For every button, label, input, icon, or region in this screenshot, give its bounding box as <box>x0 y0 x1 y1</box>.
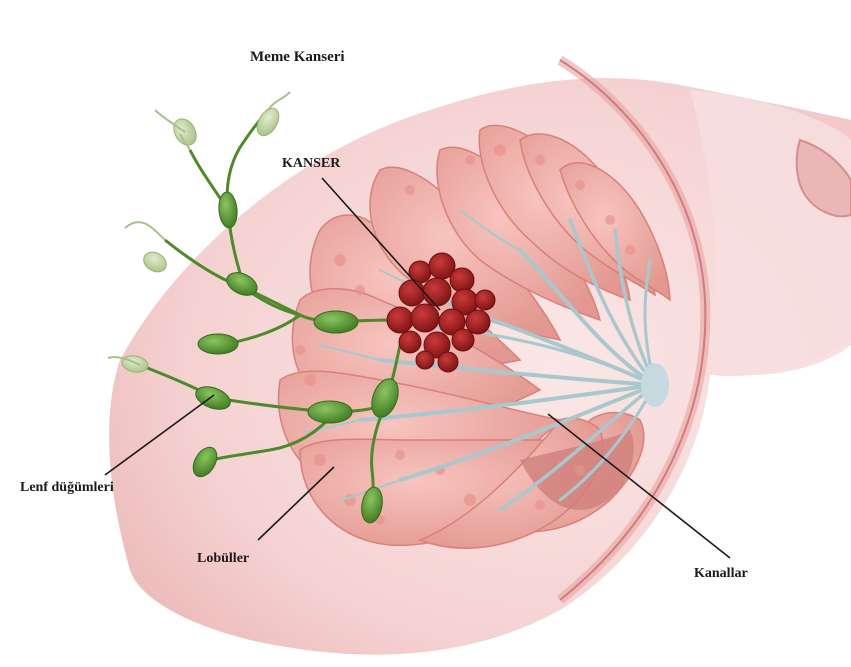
lobules-label: Lobüller <box>197 551 249 567</box>
ducts-label: Kanallar <box>694 566 748 582</box>
diagram-title: Meme Kanseri <box>250 49 345 66</box>
cancer-label: KANSER <box>282 156 340 172</box>
nipple-duct-hub <box>641 363 669 407</box>
lymph-nodes-label: Lenf düğümleri <box>20 480 114 496</box>
